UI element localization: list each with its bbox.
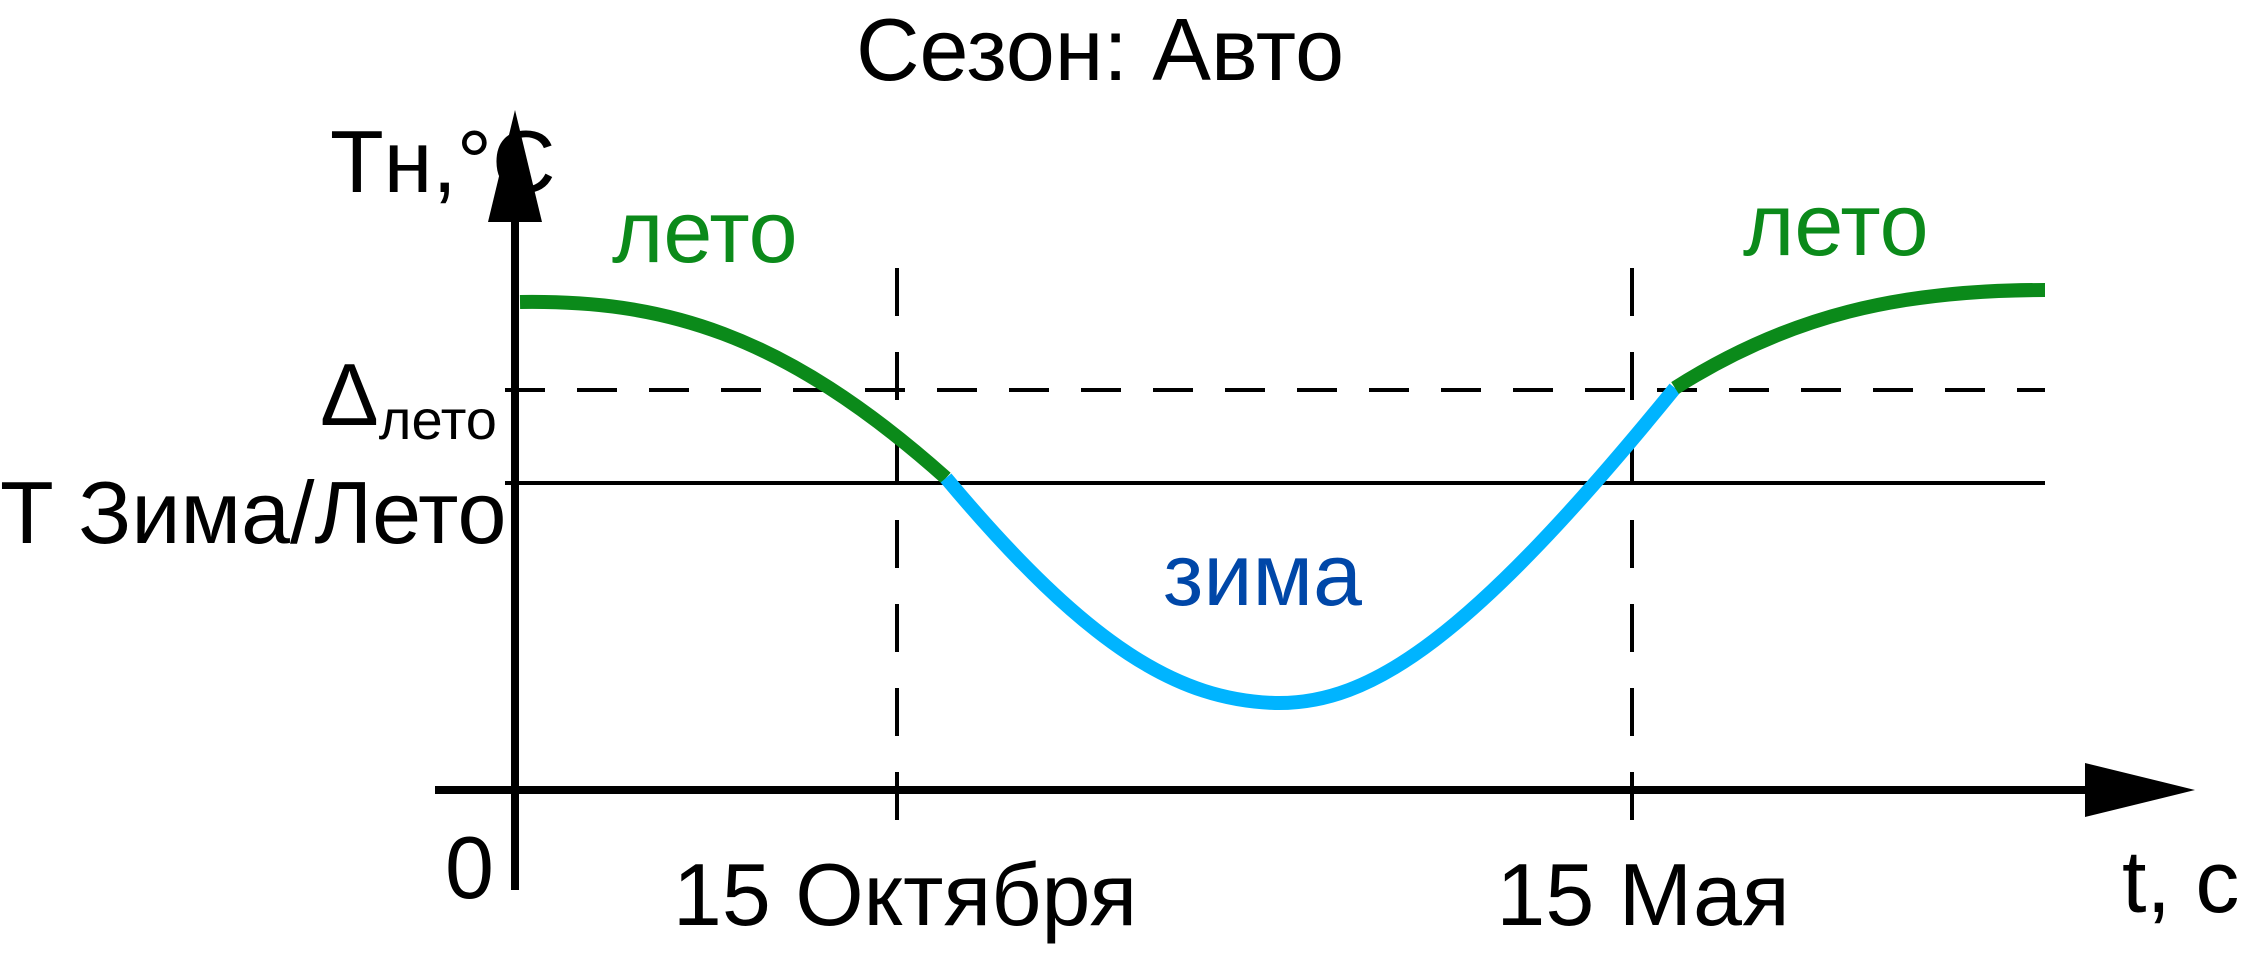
temperature-curve-summer-left bbox=[519, 294, 951, 484]
summer-label-left: лето bbox=[612, 182, 798, 281]
delta-subscript: лето bbox=[379, 388, 497, 451]
delta-symbol: Δ bbox=[320, 345, 379, 444]
origin-label: 0 bbox=[445, 818, 494, 917]
delta-summer-label: Δлето bbox=[320, 345, 497, 451]
x-axis-label: t, с bbox=[2122, 832, 2239, 931]
summer-label-right: лето bbox=[1743, 175, 1929, 274]
y-axis-arrow bbox=[488, 110, 542, 222]
y-axis-label: Тн,°С bbox=[330, 112, 556, 211]
x-axis-arrow bbox=[2085, 763, 2195, 817]
threshold-label: Т Зима/Лето bbox=[0, 463, 506, 562]
winter-label: зима bbox=[1163, 525, 1362, 624]
temperature-curve-winter bbox=[940, 383, 1681, 711]
temperature-curve-summer-right bbox=[1671, 283, 2046, 394]
may-date-label: 15 Мая bbox=[1496, 845, 1789, 944]
october-date-label: 15 Октября bbox=[673, 845, 1137, 944]
diagram-title: Сезон: Авто bbox=[856, 0, 1344, 99]
